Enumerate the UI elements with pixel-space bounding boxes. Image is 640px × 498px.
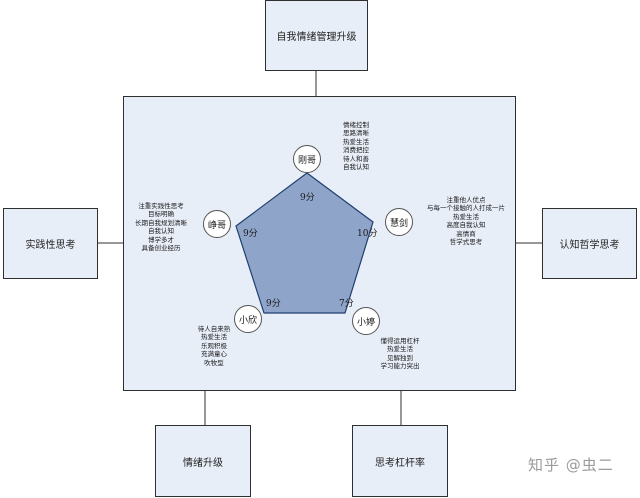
node-huijian: 慧剑: [385, 208, 413, 236]
note-line: 博学多才: [148, 235, 174, 244]
note-line: 与每一个接触的人打成一片: [427, 204, 505, 213]
note-line: 自我认知: [343, 163, 369, 172]
watermark: 知乎 @虫二: [528, 456, 614, 474]
node-gangge: 刚哥: [293, 145, 321, 173]
box-practical-thinking: 实践性思考: [3, 208, 98, 279]
note-line: 哲学式思考: [449, 238, 483, 247]
node-zhengge-label: 峥哥: [207, 220, 226, 231]
box-cognitive-philosophy: 认知哲学思考: [542, 208, 637, 279]
note-line: 待人和善: [343, 154, 369, 163]
node-xiaoting: 小婷: [352, 307, 380, 335]
note-line: 见解独到: [387, 353, 413, 362]
notes-xiaoxin: 待人自来熟 热爱生活 乐观积极 充满童心 吹牧型: [182, 325, 246, 367]
note-line: 目标明确: [148, 210, 174, 219]
note-line: 吹牧型: [204, 358, 224, 367]
note-line: 情绪控制: [343, 121, 369, 129]
note-line: 热爱生活: [343, 137, 369, 146]
box-thinking-leverage-label: 思考杠杆率: [375, 457, 425, 469]
note-line: 热爱生活: [387, 345, 413, 354]
note-line: 乐观积极: [201, 341, 227, 350]
notes-gangge: 情绪控制 思路清晰 热爱生活 消费把控 待人和善 自我认知: [322, 121, 390, 171]
node-zhengge: 峥哥: [203, 210, 231, 238]
box-emotion-upgrade: 情绪升级: [155, 425, 251, 497]
note-line: 自我认知: [148, 227, 174, 236]
note-line: 高情商: [456, 229, 476, 238]
note-line: 热爱生活: [201, 333, 227, 342]
notes-huijian: 注重他人优点 与每一个接触的人打成一片 热爱生活 高度自我认知 高情商 哲学式思…: [416, 196, 516, 246]
node-xiaoting-label: 小婷: [356, 317, 375, 328]
score-xiaoxin: 9分: [266, 299, 281, 309]
node-xiaoxin-label: 小欣: [238, 315, 257, 326]
score-huijian: 10分: [357, 229, 378, 239]
box-cognitive-philosophy-label: 认知哲学思考: [559, 240, 620, 251]
node-xiaoxin: 小欣: [234, 305, 262, 333]
box-emotion-upgrade-label: 情绪升级: [183, 457, 223, 469]
node-gangge-label: 刚哥: [297, 155, 316, 166]
pentagon-shape: [235, 172, 374, 314]
score-zhengge: 9分: [243, 229, 258, 239]
score-xiaoting: 7分: [339, 299, 354, 309]
note-line: 注重他人优点: [446, 196, 486, 204]
note-line: 学习能力突出: [380, 362, 420, 371]
notes-xiaoting: 懂得运用杠杆 热爱生活 见解独到 学习能力突出: [362, 337, 438, 371]
note-line: 热爱生活: [453, 212, 479, 221]
note-line: 懂得运用杠杆: [380, 337, 420, 345]
box-self-emotion-upgrade: 自我情绪管理升级: [265, 0, 368, 71]
note-line: 待人自来熟: [197, 325, 231, 333]
box-thinking-leverage: 思考杠杆率: [352, 425, 448, 497]
box-self-emotion-upgrade-label: 自我情绪管理升级: [276, 32, 357, 43]
note-line: 思路清晰: [343, 129, 369, 138]
score-gangge: 9分: [300, 193, 315, 203]
node-huijian-label: 慧剑: [389, 218, 408, 229]
note-line: 高度自我认知: [446, 221, 486, 230]
notes-zhengge: 注重实践性思考 目标明确 长期自我规划清晰 自我认知 博学多才 具备创业经历: [127, 202, 195, 252]
note-line: 注重实践性思考: [138, 202, 184, 210]
note-line: 具备创业经历: [141, 244, 181, 253]
note-line: 充满童心: [201, 350, 227, 359]
box-practical-thinking-label: 实践性思考: [25, 240, 76, 251]
note-line: 长期自我规划清晰: [135, 218, 187, 227]
note-line: 消费把控: [343, 146, 369, 155]
